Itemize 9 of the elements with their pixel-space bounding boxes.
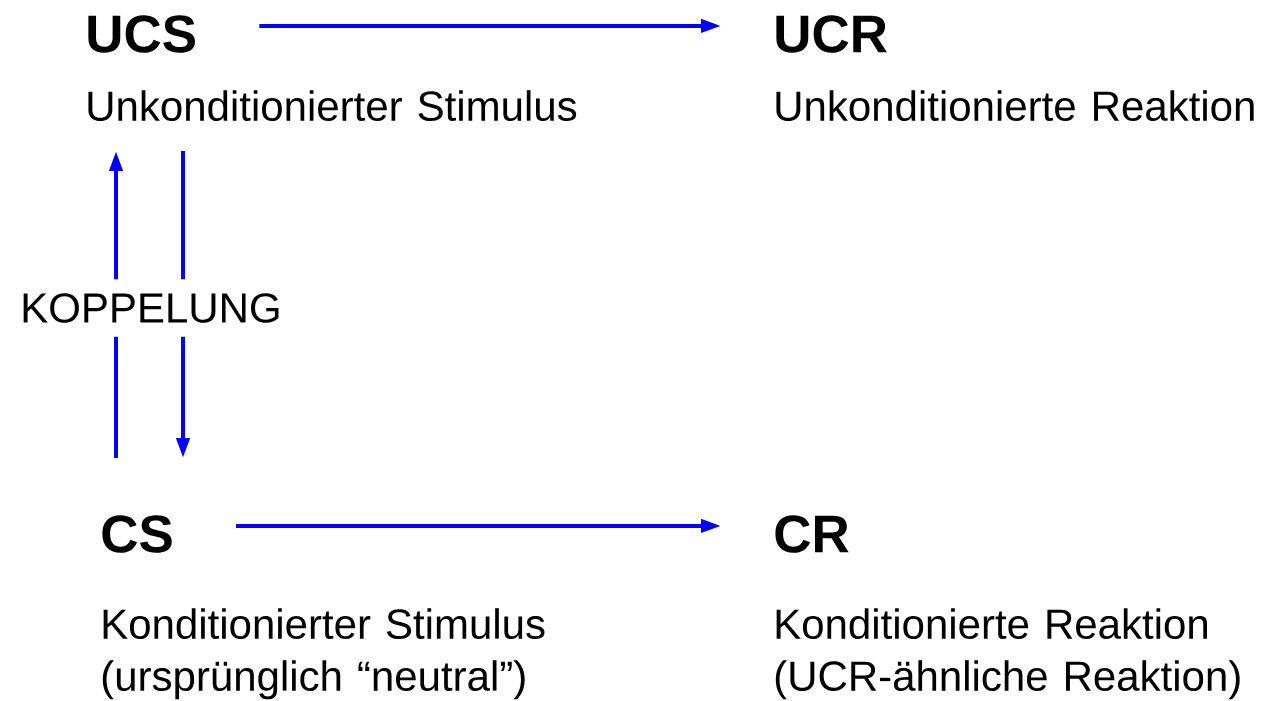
description-text: Unkonditionierter Stimulus xyxy=(88,90,577,122)
heading: CS xyxy=(102,515,172,553)
description-text: Konditionierte Reaktion (UCR-ähnliche Reaktion) xyxy=(775,608,1240,700)
heading: UCS xyxy=(88,15,195,53)
heading: UCR xyxy=(776,15,887,53)
label-text: KOPPELUNG xyxy=(20,279,282,337)
heading: CR xyxy=(775,515,849,553)
description-text: Konditionierter Stimulus (ursprünglich “neutral”) xyxy=(102,608,545,700)
description-text: Unkonditionierte Reaktion xyxy=(776,90,1254,122)
